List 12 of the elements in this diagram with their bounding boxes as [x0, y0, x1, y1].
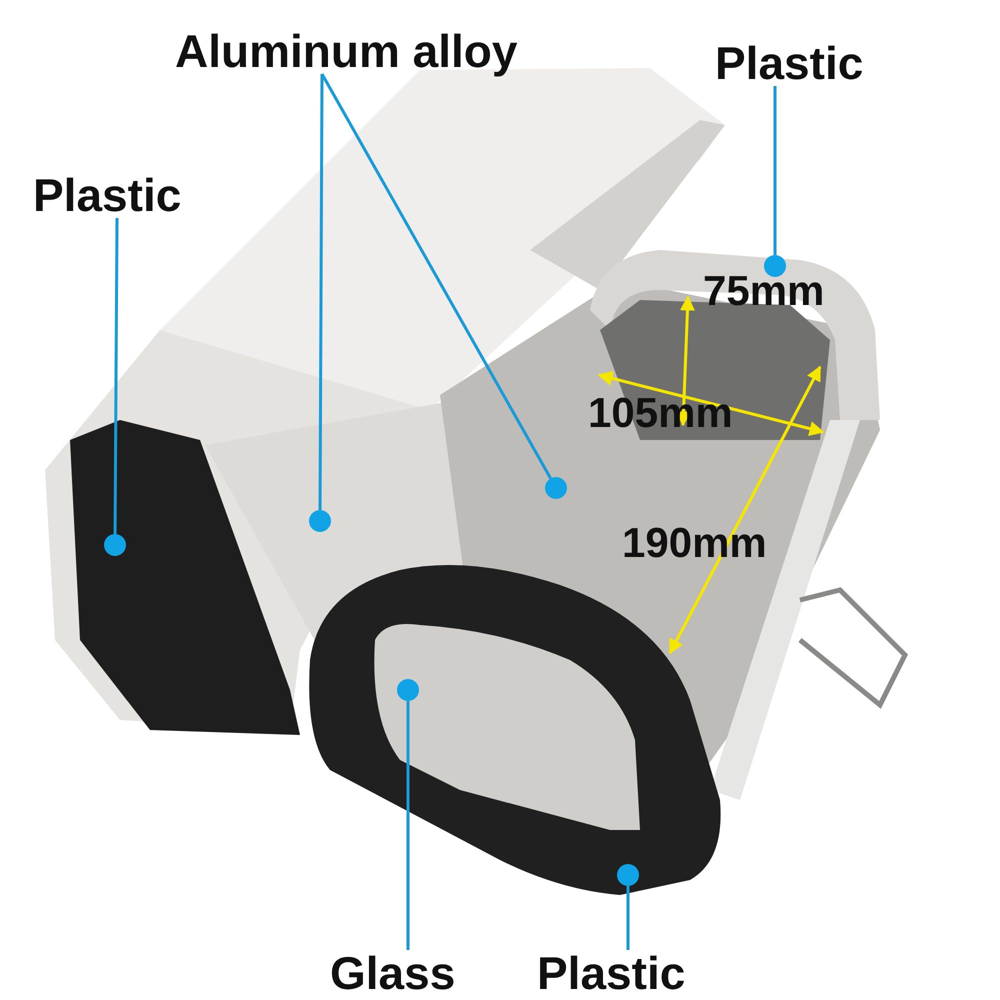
part-label: Plastic — [537, 950, 686, 996]
part-label: Glass — [330, 950, 456, 996]
part-label: Aluminum alloy — [175, 28, 518, 74]
leader-line — [626, 886, 630, 950]
part-label: Plastic — [33, 172, 182, 218]
leader-line — [774, 86, 776, 255]
leader-line — [320, 73, 552, 480]
leader-line — [406, 701, 410, 950]
leader-line — [318, 74, 324, 510]
leader-line — [114, 218, 118, 534]
part-label: Plastic — [715, 40, 864, 86]
dimension-label: 75mm — [703, 270, 824, 312]
